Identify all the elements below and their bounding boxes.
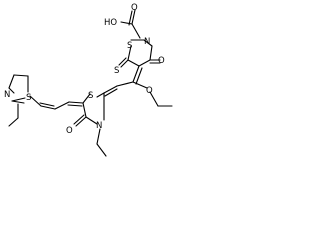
atom-label-s-middle-ring: S <box>88 91 93 101</box>
atom-label-o-rhodanine: O <box>158 56 165 66</box>
atom-label-s-thione: S <box>114 66 119 76</box>
atom-label-o-ethoxy: O <box>146 86 153 96</box>
atom-label-n-rhodanine: N <box>144 37 150 47</box>
atom-label-o-middle: O <box>66 126 73 136</box>
atom-label-ho: HO <box>104 18 117 28</box>
atom-label-n-middle-ring: N <box>96 121 102 131</box>
atom-label-s-rhodanine-ring: S <box>127 41 132 51</box>
atom-label-n-thiazolidine: N <box>4 90 10 100</box>
atom-label-o-acid: O <box>131 3 138 13</box>
thiazolidine-ring <box>8 74 42 127</box>
vinyl-chain <box>39 101 84 110</box>
carboxymethyl-group <box>120 9 141 39</box>
structure-diagram: HO O N S S O O S N O S N <box>4 3 173 157</box>
rhodanine-ring <box>118 39 161 68</box>
atom-label-s-thiazolidine: S <box>26 93 31 103</box>
middle-thiazolidinone-ring <box>73 92 107 157</box>
ethoxy-vinyl-linkage <box>103 65 173 107</box>
